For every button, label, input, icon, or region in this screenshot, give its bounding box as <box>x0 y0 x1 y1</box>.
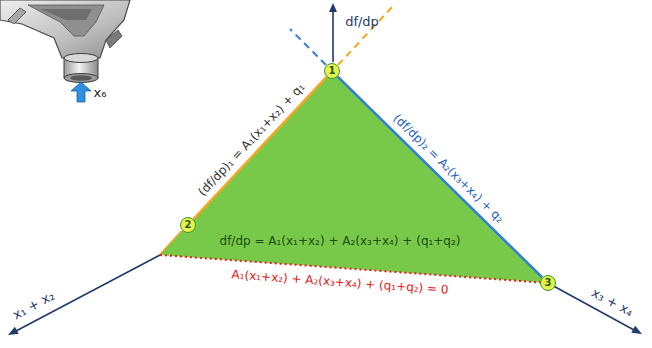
equation-label: A₁(x₁+x₂) + A₂(x₃+x₄) + (q₁+q₂) = 0 <box>231 268 449 297</box>
flow-label: x₆ <box>94 86 107 101</box>
axis-line <box>332 11 334 62</box>
point-marker: 3 <box>540 275 556 291</box>
plane-edge <box>338 77 543 278</box>
dashed-extension <box>338 5 394 65</box>
point-marker: 1 <box>324 63 340 79</box>
callout-number: 2 <box>185 220 192 230</box>
axis-label: df/dp <box>345 15 379 30</box>
plane-equation: df/dp = A₁(x₁+x₂) + A₂(x₃+x₄) + (q₁+q₂) <box>220 235 461 249</box>
axis-label: x₃ + x₄ <box>589 286 636 320</box>
callout-number: 1 <box>329 66 336 76</box>
triangle-fill <box>160 71 548 283</box>
axis-arrowhead <box>8 327 19 335</box>
axis-arrowhead <box>329 3 337 12</box>
axis-arrowhead <box>631 326 642 334</box>
flow-arrow <box>71 82 91 102</box>
callout-number: 3 <box>545 278 552 288</box>
axis-line <box>16 255 160 331</box>
housing-illustration <box>0 0 130 102</box>
edge-equation: (df/dp)₂ = A₂(x₃+x₄) + q₂ <box>390 112 506 226</box>
edge-equation: (df/dp)₁ = A₁(x₁+x₂) + q₁ <box>196 81 308 200</box>
point-marker: 2 <box>180 217 196 233</box>
dashed-extension <box>290 29 326 65</box>
plane-edge <box>193 77 326 219</box>
axis-label: x₁ + x₂ <box>11 289 58 323</box>
